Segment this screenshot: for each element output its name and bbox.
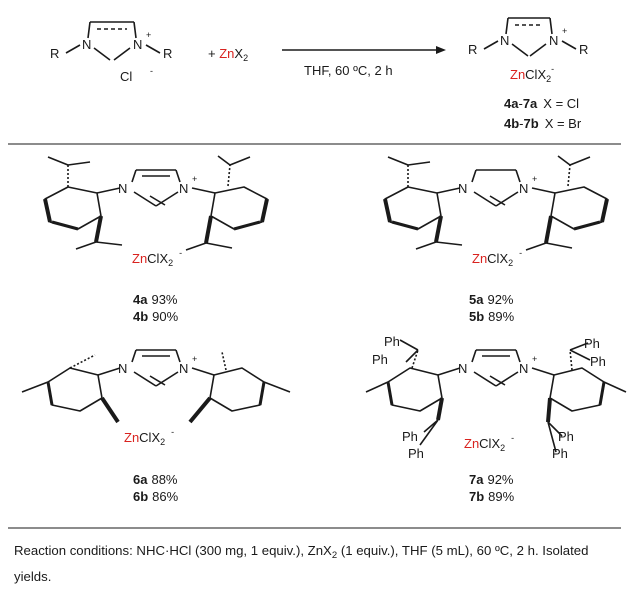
reagent-x: X <box>234 46 243 61</box>
compound-4-zn: Zn <box>132 251 147 266</box>
compound-6 <box>21 349 291 424</box>
compound-7-plus: + <box>532 354 537 364</box>
reactant-plus: + <box>146 30 151 40</box>
reagent-zinc-halide: + ZnX2 <box>208 46 248 63</box>
compound-7-ph-4: Ph <box>590 354 606 369</box>
product-r-left: R <box>468 42 477 57</box>
compound-4 <box>43 155 269 251</box>
compound-6b-label: 6b <box>133 489 148 504</box>
product-sub: 2 <box>546 74 551 84</box>
compound-6a-label: 6a <box>133 472 148 487</box>
compound-5-plus: + <box>532 174 537 184</box>
series-a-start: 4a <box>504 96 519 111</box>
compound-6-n-left: N <box>118 361 127 376</box>
reagent-prefix: + <box>208 46 219 61</box>
reactant-anion: Cl <box>120 69 132 84</box>
compound-4b-yield: 90% <box>152 309 178 324</box>
compound-6-plus: + <box>192 354 197 364</box>
svg-text:4b-7bX = Br: 4b-7b X = Br <box>504 116 582 131</box>
compound-7-zn: Zn <box>464 436 479 451</box>
compound-7-ph-2: Ph <box>372 352 388 367</box>
compound-5a-yield: 92% <box>487 292 513 307</box>
compound-7-ph-5: Ph <box>402 429 418 444</box>
series-a-text: X = Cl <box>543 96 579 111</box>
reactant-n-left: N <box>82 37 91 52</box>
compound-7a-yield: 92% <box>487 472 513 487</box>
compound-7-ph-3: Ph <box>584 336 600 351</box>
compound-7 <box>365 339 627 453</box>
svg-text:ZnClX2-: ZnClX2- <box>464 433 514 453</box>
compound-5a-label: 5a <box>469 292 484 307</box>
svg-text:ZnClX2-: ZnClX2- <box>124 427 174 447</box>
reactant-r-right: R <box>163 46 172 61</box>
series-b-text: X = Br <box>545 116 582 131</box>
compound-7b-yield: 89% <box>488 489 514 504</box>
compound-5-zn: Zn <box>472 251 487 266</box>
reactant-r-left: R <box>50 46 59 61</box>
reactant-imidazolium-chloride: R N N + R Cl - <box>50 21 172 84</box>
product-plus: + <box>562 26 567 36</box>
compound-7-ph-6: Ph <box>408 446 424 461</box>
product-n-left: N <box>500 33 509 48</box>
series-b-start: 4b <box>504 116 519 131</box>
compound-5b-yield: 89% <box>488 309 514 324</box>
reagent-sub: 2 <box>243 53 248 63</box>
svg-text:ZnClX2-: ZnClX2- <box>472 248 522 268</box>
compound-6-n-right: N <box>179 361 188 376</box>
reaction-conditions: THF, 60 ºC, 2 h <box>304 63 393 78</box>
reactant-n-right: N <box>133 37 142 52</box>
compound-7-n-right: N <box>519 361 528 376</box>
reagent-zn: Zn <box>219 46 234 61</box>
compound-7-labels: N N + Ph Ph Ph Ph Ph Ph Ph Ph ZnClX2- 7a… <box>372 334 606 504</box>
compound-4a-yield: 93% <box>151 292 177 307</box>
series-b-sep: - <box>519 116 523 131</box>
svg-text:ZnClX2-: ZnClX2- <box>510 64 554 84</box>
compound-6a-yield: 88% <box>151 472 177 487</box>
product-zn: Zn <box>510 67 525 82</box>
svg-text:+ ZnX2: + ZnX2 <box>208 46 248 63</box>
compound-6-zn: Zn <box>124 430 139 445</box>
compound-7a-label: 7a <box>469 472 484 487</box>
compound-4b-label: 4b <box>133 309 148 324</box>
reaction-footnote: Reaction conditions: NHC·HCl (300 mg, 1 … <box>14 543 589 584</box>
compound-7-n-left: N <box>458 361 467 376</box>
compound-7-ph-8: Ph <box>552 446 568 461</box>
series-a-end: 7a <box>523 96 538 111</box>
product-minus: - <box>551 64 554 74</box>
compound-7-ph-1: Ph <box>384 334 400 349</box>
series-b-end: 7b <box>524 116 539 131</box>
compound-6b-yield: 86% <box>152 489 178 504</box>
series-a-sep: - <box>518 96 522 111</box>
compound-4-n-left: N <box>118 181 127 196</box>
reactant-anion-minus: - <box>150 66 153 76</box>
compound-4a-label: 4a <box>133 292 148 307</box>
compound-5 <box>383 155 609 251</box>
compound-5-n-left: N <box>458 181 467 196</box>
reaction-arrow: THF, 60 ºC, 2 h <box>282 46 446 78</box>
compound-4-n-right: N <box>179 181 188 196</box>
compound-5-n-right: N <box>519 181 528 196</box>
svg-text:ZnClX2-: ZnClX2- <box>132 248 182 268</box>
product-r-right: R <box>579 42 588 57</box>
svg-text:4a-7aX = Cl: 4a-7a X = Cl <box>504 96 579 111</box>
compound-7b-label: 7b <box>469 489 484 504</box>
compound-5b-label: 5b <box>469 309 484 324</box>
product-n-right: N <box>549 33 558 48</box>
compound-7-ph-7: Ph <box>558 429 574 444</box>
compound-4-plus: + <box>192 174 197 184</box>
product-clx: ClX <box>525 67 546 82</box>
